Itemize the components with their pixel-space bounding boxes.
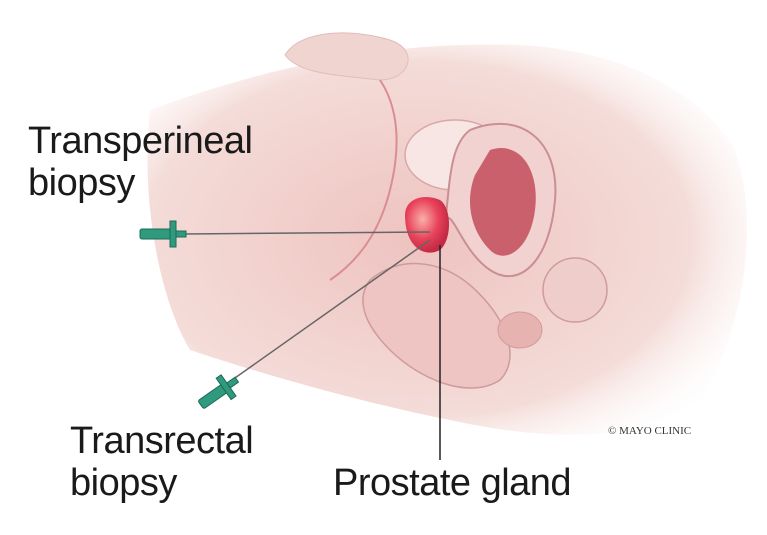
transrectal-biopsy-label: Transrectal biopsy: [70, 420, 254, 504]
label-line: biopsy: [70, 462, 177, 504]
label-line: Transperineal: [28, 120, 253, 162]
transperineal-needle-handle-icon: [139, 220, 187, 248]
bladder: [444, 122, 557, 277]
prostate-gland: [405, 196, 449, 253]
copyright: © MAYO CLINIC: [608, 425, 692, 437]
transrectal-needle-handle-icon: [198, 374, 240, 409]
transperineal-biopsy-label: Transperineal biopsy: [28, 120, 253, 204]
prostate-gland-label: Prostate gland: [333, 462, 572, 504]
label-line: Transrectal: [70, 420, 254, 462]
transrectal-needle: [224, 239, 431, 386]
rectum: [362, 257, 608, 389]
label-line: biopsy: [28, 162, 135, 204]
transperineal-needle: [184, 231, 431, 235]
